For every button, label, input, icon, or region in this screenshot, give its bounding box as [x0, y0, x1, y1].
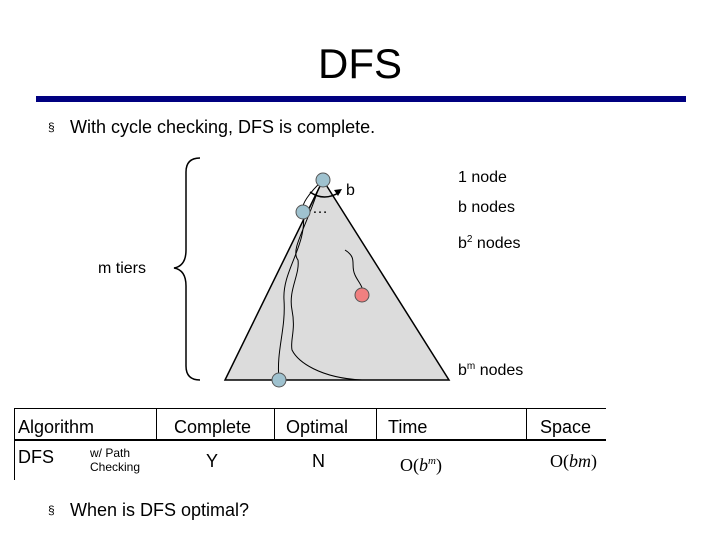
table-header-divider — [14, 439, 606, 440]
branching-arrowhead — [334, 189, 342, 196]
cell-variant: w/ Path Checking — [90, 446, 141, 474]
root-node — [315, 172, 331, 188]
cell-complete: Y — [206, 451, 219, 471]
header-time: Time — [388, 417, 428, 437]
level-label-3: b2 nodes — [458, 234, 521, 252]
bullet-2: § When is DFS optimal? — [48, 498, 249, 522]
title-rule — [36, 96, 686, 102]
cell-optimal: N — [312, 451, 325, 471]
table-col-divider — [156, 408, 157, 440]
level-label-1: 1 node — [458, 169, 507, 186]
bullet-marker: § — [48, 503, 55, 517]
table-left-border — [14, 408, 15, 480]
goal-node — [354, 287, 370, 303]
slide-title: DFS — [318, 40, 402, 87]
bullet-marker: § — [48, 120, 55, 134]
header-complete: Complete — [174, 417, 252, 437]
level-label-2: b nodes — [458, 199, 515, 216]
bullet-1-text: With cycle checking, DFS is complete. — [70, 117, 376, 137]
header-algorithm: Algorithm — [18, 417, 95, 437]
cell-space: O(bm) — [550, 451, 597, 471]
tiers-label: m tiers — [98, 260, 146, 277]
properties-table: Algorithm Complete Optimal Time Space DF… — [14, 408, 606, 480]
search-tree-triangle — [223, 178, 451, 381]
child-node — [295, 204, 311, 220]
bullet-1: § With cycle checking, DFS is complete. — [48, 115, 375, 139]
sibling-ellipsis: … — [312, 200, 328, 217]
level-label-m: bm nodes — [458, 361, 524, 379]
explored-path-line — [290, 189, 363, 381]
branching-factor-label: b — [346, 182, 355, 199]
header-optimal: Optimal — [286, 417, 349, 437]
table-col-divider — [526, 408, 527, 440]
dfs-path-line — [277, 179, 324, 381]
cell-algorithm: DFS — [18, 447, 54, 467]
bullet-2-text: When is DFS optimal? — [70, 500, 250, 520]
leaf-node — [271, 372, 287, 388]
cell-time: O(bm) — [400, 455, 442, 475]
table-row-border — [14, 440, 606, 441]
table-col-divider — [274, 408, 275, 440]
table-col-divider — [376, 408, 377, 440]
tier-brace — [173, 157, 201, 381]
table-top-border — [14, 408, 606, 409]
header-space: Space — [540, 417, 592, 437]
